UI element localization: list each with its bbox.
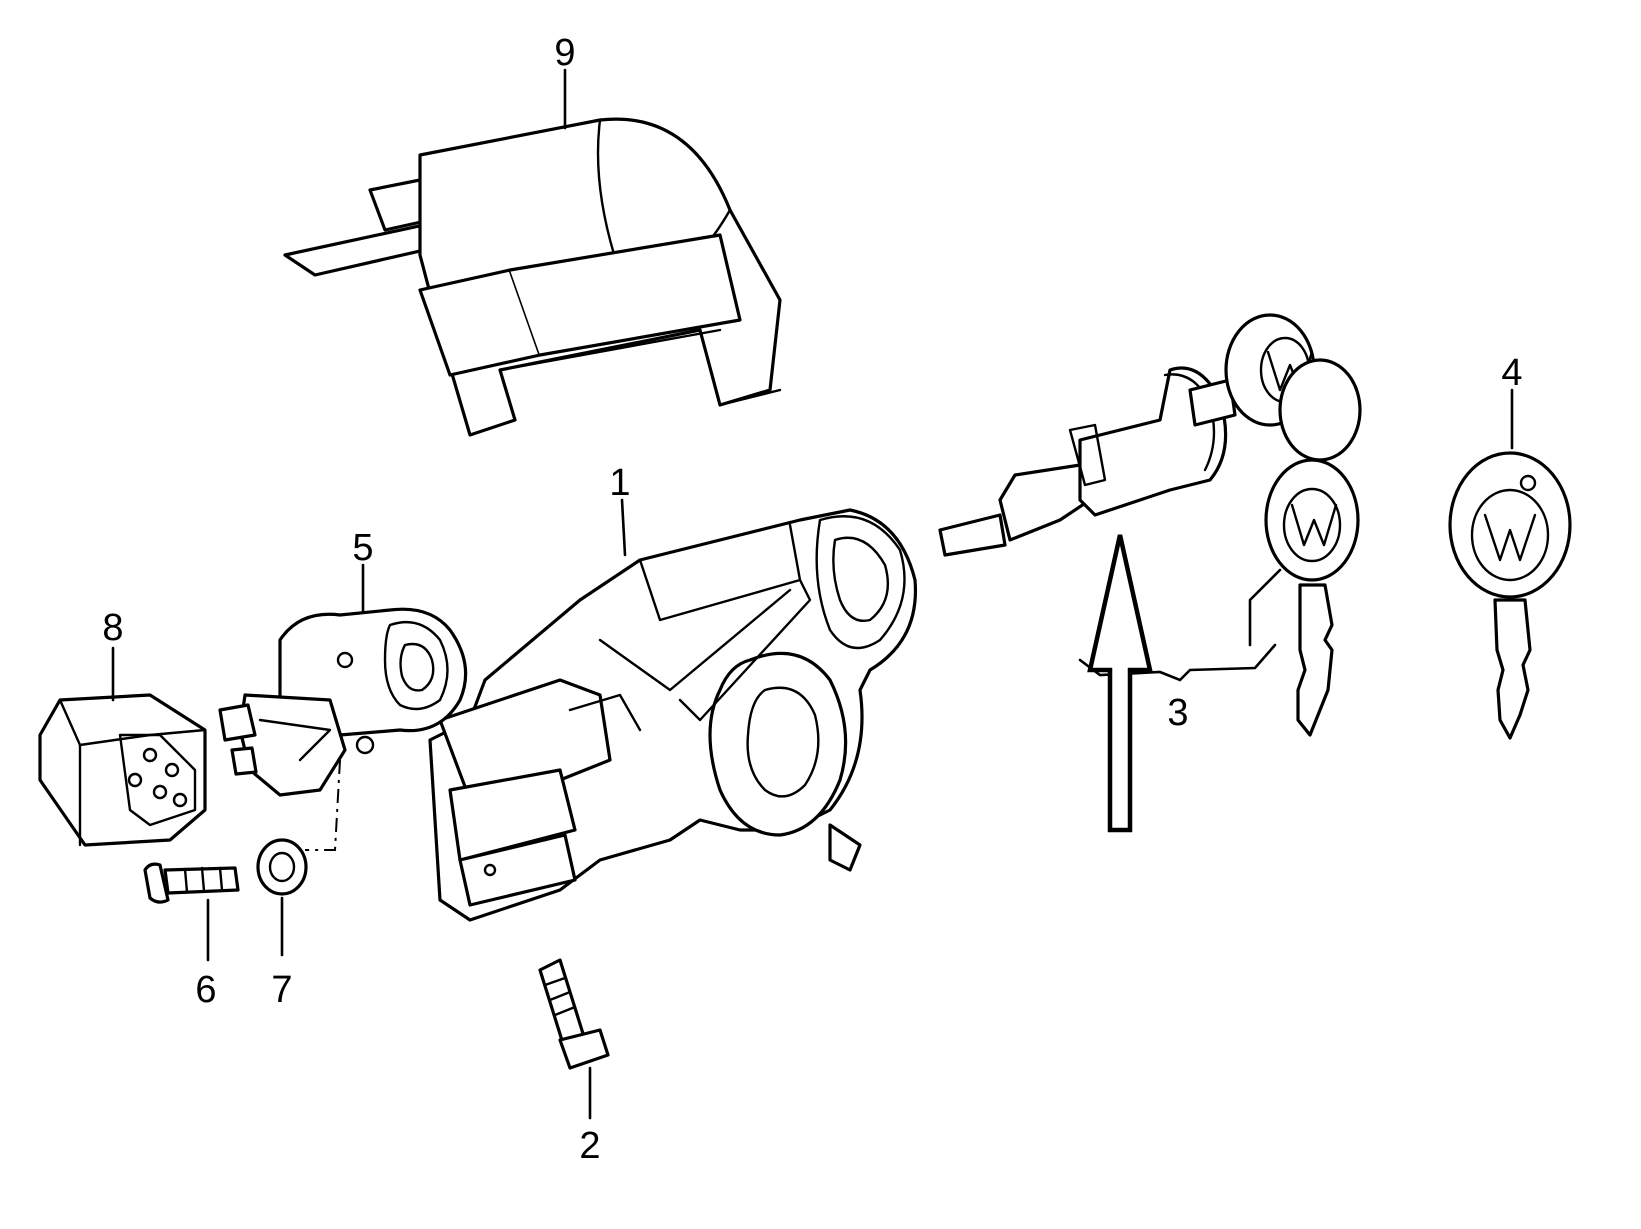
part-6-screw[interactable] xyxy=(143,862,240,904)
part-4-key[interactable] xyxy=(1448,451,1572,740)
callout-7: 7 xyxy=(271,969,292,1011)
callout-4: 4 xyxy=(1501,352,1522,394)
part-8-connector[interactable] xyxy=(38,693,207,847)
callout-2: 2 xyxy=(579,1125,600,1167)
leader-3 xyxy=(1078,643,1277,682)
centerline-5-7 xyxy=(305,759,341,851)
part-9-cover[interactable] xyxy=(283,117,782,437)
callout-8: 8 xyxy=(102,607,123,649)
part-5-ignition-switch[interactable] xyxy=(218,607,468,797)
part-2-bolt[interactable] xyxy=(538,958,610,1070)
callout-9: 9 xyxy=(554,32,575,74)
callout-6: 6 xyxy=(195,969,216,1011)
vw-logo-icon xyxy=(1483,513,1537,562)
leader-3b xyxy=(1248,568,1282,647)
part-7-washer[interactable] xyxy=(256,838,308,896)
callout-1: 1 xyxy=(609,462,630,504)
callout-3: 3 xyxy=(1167,692,1188,734)
part-1-lock-housing[interactable] xyxy=(428,508,918,922)
callout-5: 5 xyxy=(352,527,373,569)
leader-1 xyxy=(620,498,627,557)
part-3-lock-cylinder[interactable] xyxy=(938,366,1237,557)
keys-ring[interactable] xyxy=(1224,313,1362,737)
up-arrow-icon xyxy=(1087,534,1153,833)
vw-logo-icon xyxy=(1290,503,1338,547)
